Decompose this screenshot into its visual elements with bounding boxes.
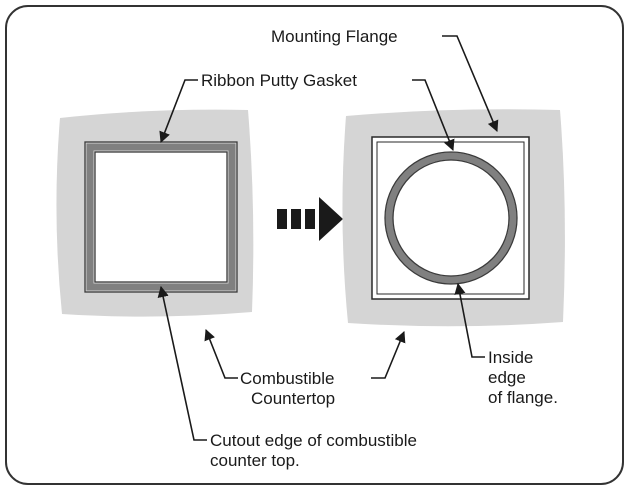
label-cutout-line1: Cutout edge of combustible	[210, 431, 417, 450]
gasket-ring-outer-edge	[384, 151, 518, 285]
leader-gasket-right	[412, 79, 455, 152]
leader-mounting-flange	[442, 35, 499, 133]
inside-edge-of-flange	[392, 159, 510, 277]
cutout-edge	[94, 151, 228, 283]
label-cutout-line2: counter top.	[210, 451, 300, 470]
label-inside-line3: of flange.	[488, 388, 558, 407]
ribbon-putty-gasket-ring	[385, 152, 517, 284]
label-inside-line2: edge	[488, 368, 526, 387]
mounted-flange-view	[342, 109, 565, 327]
dashed-right-arrow-icon	[277, 197, 343, 241]
label-combustible-line1: Combustible	[240, 369, 335, 388]
label-ribbon-putty-gasket: Ribbon Putty Gasket	[201, 71, 357, 90]
label-mounting-flange: Mounting Flange	[271, 27, 398, 46]
leader-gasket-left	[159, 79, 198, 144]
leader-lines	[157, 35, 499, 441]
leader-cutout-edge	[157, 285, 207, 441]
label-inside-line1: Inside	[488, 348, 533, 367]
leader-countertop-right	[371, 330, 406, 379]
leader-countertop-left	[204, 328, 238, 379]
leader-inside-edge	[454, 282, 485, 358]
label-combustible-line2: Countertop	[251, 389, 335, 408]
countertop-cutout-view	[56, 109, 254, 317]
